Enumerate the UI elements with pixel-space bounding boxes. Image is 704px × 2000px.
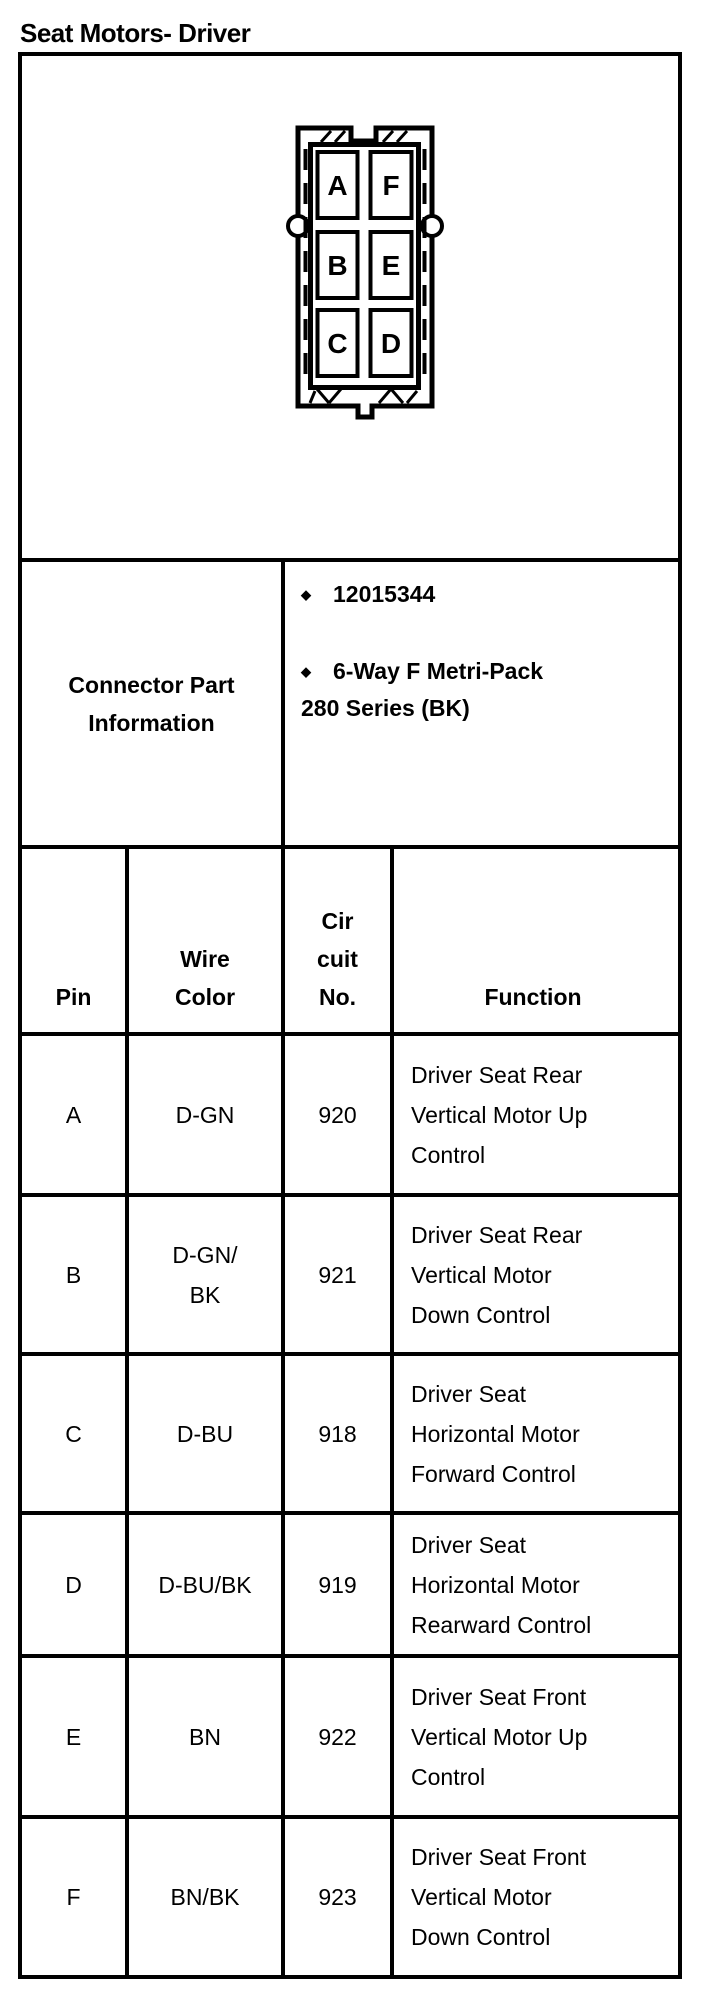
circuit-no-cell: 921 xyxy=(281,1197,390,1352)
header-pin: Pin xyxy=(55,984,92,1010)
page-title: Seat Motors- Driver xyxy=(20,18,251,48)
table-row-pin-b: B D-GN/ BK 921 Driver Seat Rear Vertical… xyxy=(22,1193,678,1352)
pin-label-d: D xyxy=(381,328,401,359)
pin-label-e: E xyxy=(382,250,401,281)
connector-pinout-table: A F B E C D Connector Part Information ◆… xyxy=(18,52,682,1979)
pin-cavity-f xyxy=(368,150,414,220)
circuit-no-cell: 920 xyxy=(281,1036,390,1193)
pin-cavity-e xyxy=(368,230,414,300)
part-info-row: Connector Part Information ◆12015344 ◆6-… xyxy=(22,558,678,845)
function-cell: Driver Seat Horizontal Motor Forward Con… xyxy=(390,1356,678,1511)
table-row-pin-c: C D-BU 918 Driver Seat Horizontal Motor … xyxy=(22,1352,678,1511)
table-row-pin-f: F BN/BK 923 Driver Seat Front Vertical M… xyxy=(22,1815,678,1975)
connector-diagram: A F B E C D xyxy=(286,125,444,420)
wire-color-cell: D-GN/ BK xyxy=(125,1197,281,1352)
function-cell: Driver Seat Front Vertical Motor Up Cont… xyxy=(390,1658,678,1815)
function-cell: Driver Seat Rear Vertical Motor Down Con… xyxy=(390,1197,678,1352)
bullet-icon: ◆ xyxy=(301,664,311,679)
function-cell: Driver Seat Rear Vertical Motor Up Contr… xyxy=(390,1036,678,1193)
pin-cell: C xyxy=(65,1420,82,1447)
circuit-no-cell: 918 xyxy=(281,1356,390,1511)
pin-cavity-d xyxy=(368,308,414,378)
function-cell: Driver Seat Front Vertical Motor Down Co… xyxy=(390,1819,678,1975)
part-info-details: ◆12015344 ◆6-Way F Metri-Pack 280 Series… xyxy=(281,562,678,845)
header-circuit-no: Cir cuit No. xyxy=(281,849,390,1032)
pin-label-f: F xyxy=(382,170,399,201)
connector-bottom-hatch xyxy=(308,388,419,404)
pin-cavity-c xyxy=(315,308,360,378)
pin-cavity-b xyxy=(315,230,360,300)
pin-cell: F xyxy=(66,1884,81,1910)
pin-cell: D xyxy=(65,1571,82,1598)
wire-color-cell: D-BU xyxy=(125,1356,281,1511)
wire-color-cell: D-BU/BK xyxy=(125,1515,281,1654)
connector-type-item: ◆6-Way F Metri-Pack 280 Series (BK) xyxy=(301,653,660,727)
function-cell: Driver Seat Horizontal Motor Rearward Co… xyxy=(390,1515,678,1654)
connector-diagram-row: A F B E C D xyxy=(22,56,678,558)
pin-label-b: B xyxy=(327,250,347,281)
circuit-no-cell: 919 xyxy=(281,1515,390,1654)
connector-type: 6-Way F Metri-Pack 280 Series (BK) xyxy=(301,658,544,721)
pin-cell: B xyxy=(65,1261,82,1288)
table-row-pin-d: D D-BU/BK 919 Driver Seat Horizontal Mot… xyxy=(22,1511,678,1654)
part-info-label: Connector Part Information xyxy=(68,671,235,736)
table-row-pin-a: A D-GN 920 Driver Seat Rear Vertical Mot… xyxy=(22,1032,678,1193)
part-number: 12015344 xyxy=(333,581,436,607)
wire-color-cell: BN xyxy=(125,1658,281,1815)
header-function: Function xyxy=(390,849,678,1032)
wire-color-cell: D-GN xyxy=(125,1036,281,1193)
pin-cell: E xyxy=(65,1723,82,1750)
circuit-no-cell: 922 xyxy=(281,1658,390,1815)
pin-label-a: A xyxy=(327,170,347,201)
table-row-pin-e: E BN 922 Driver Seat Front Vertical Moto… xyxy=(22,1654,678,1815)
connector-top-hatch xyxy=(319,129,409,144)
bullet-icon: ◆ xyxy=(301,587,311,602)
pin-cell: A xyxy=(65,1101,82,1128)
wire-color-cell: BN/BK xyxy=(125,1819,281,1975)
pin-label-c: C xyxy=(327,328,347,359)
table-header-row: Pin Wire Color Cir cuit No. Function xyxy=(22,845,678,1032)
part-number-item: ◆ 12015344 xyxy=(301,576,660,613)
circuit-no-cell: 923 xyxy=(281,1819,390,1975)
connector-right-bump xyxy=(420,214,444,238)
header-wire-color: Wire Color xyxy=(125,849,281,1032)
pin-cavity-a xyxy=(315,150,360,220)
